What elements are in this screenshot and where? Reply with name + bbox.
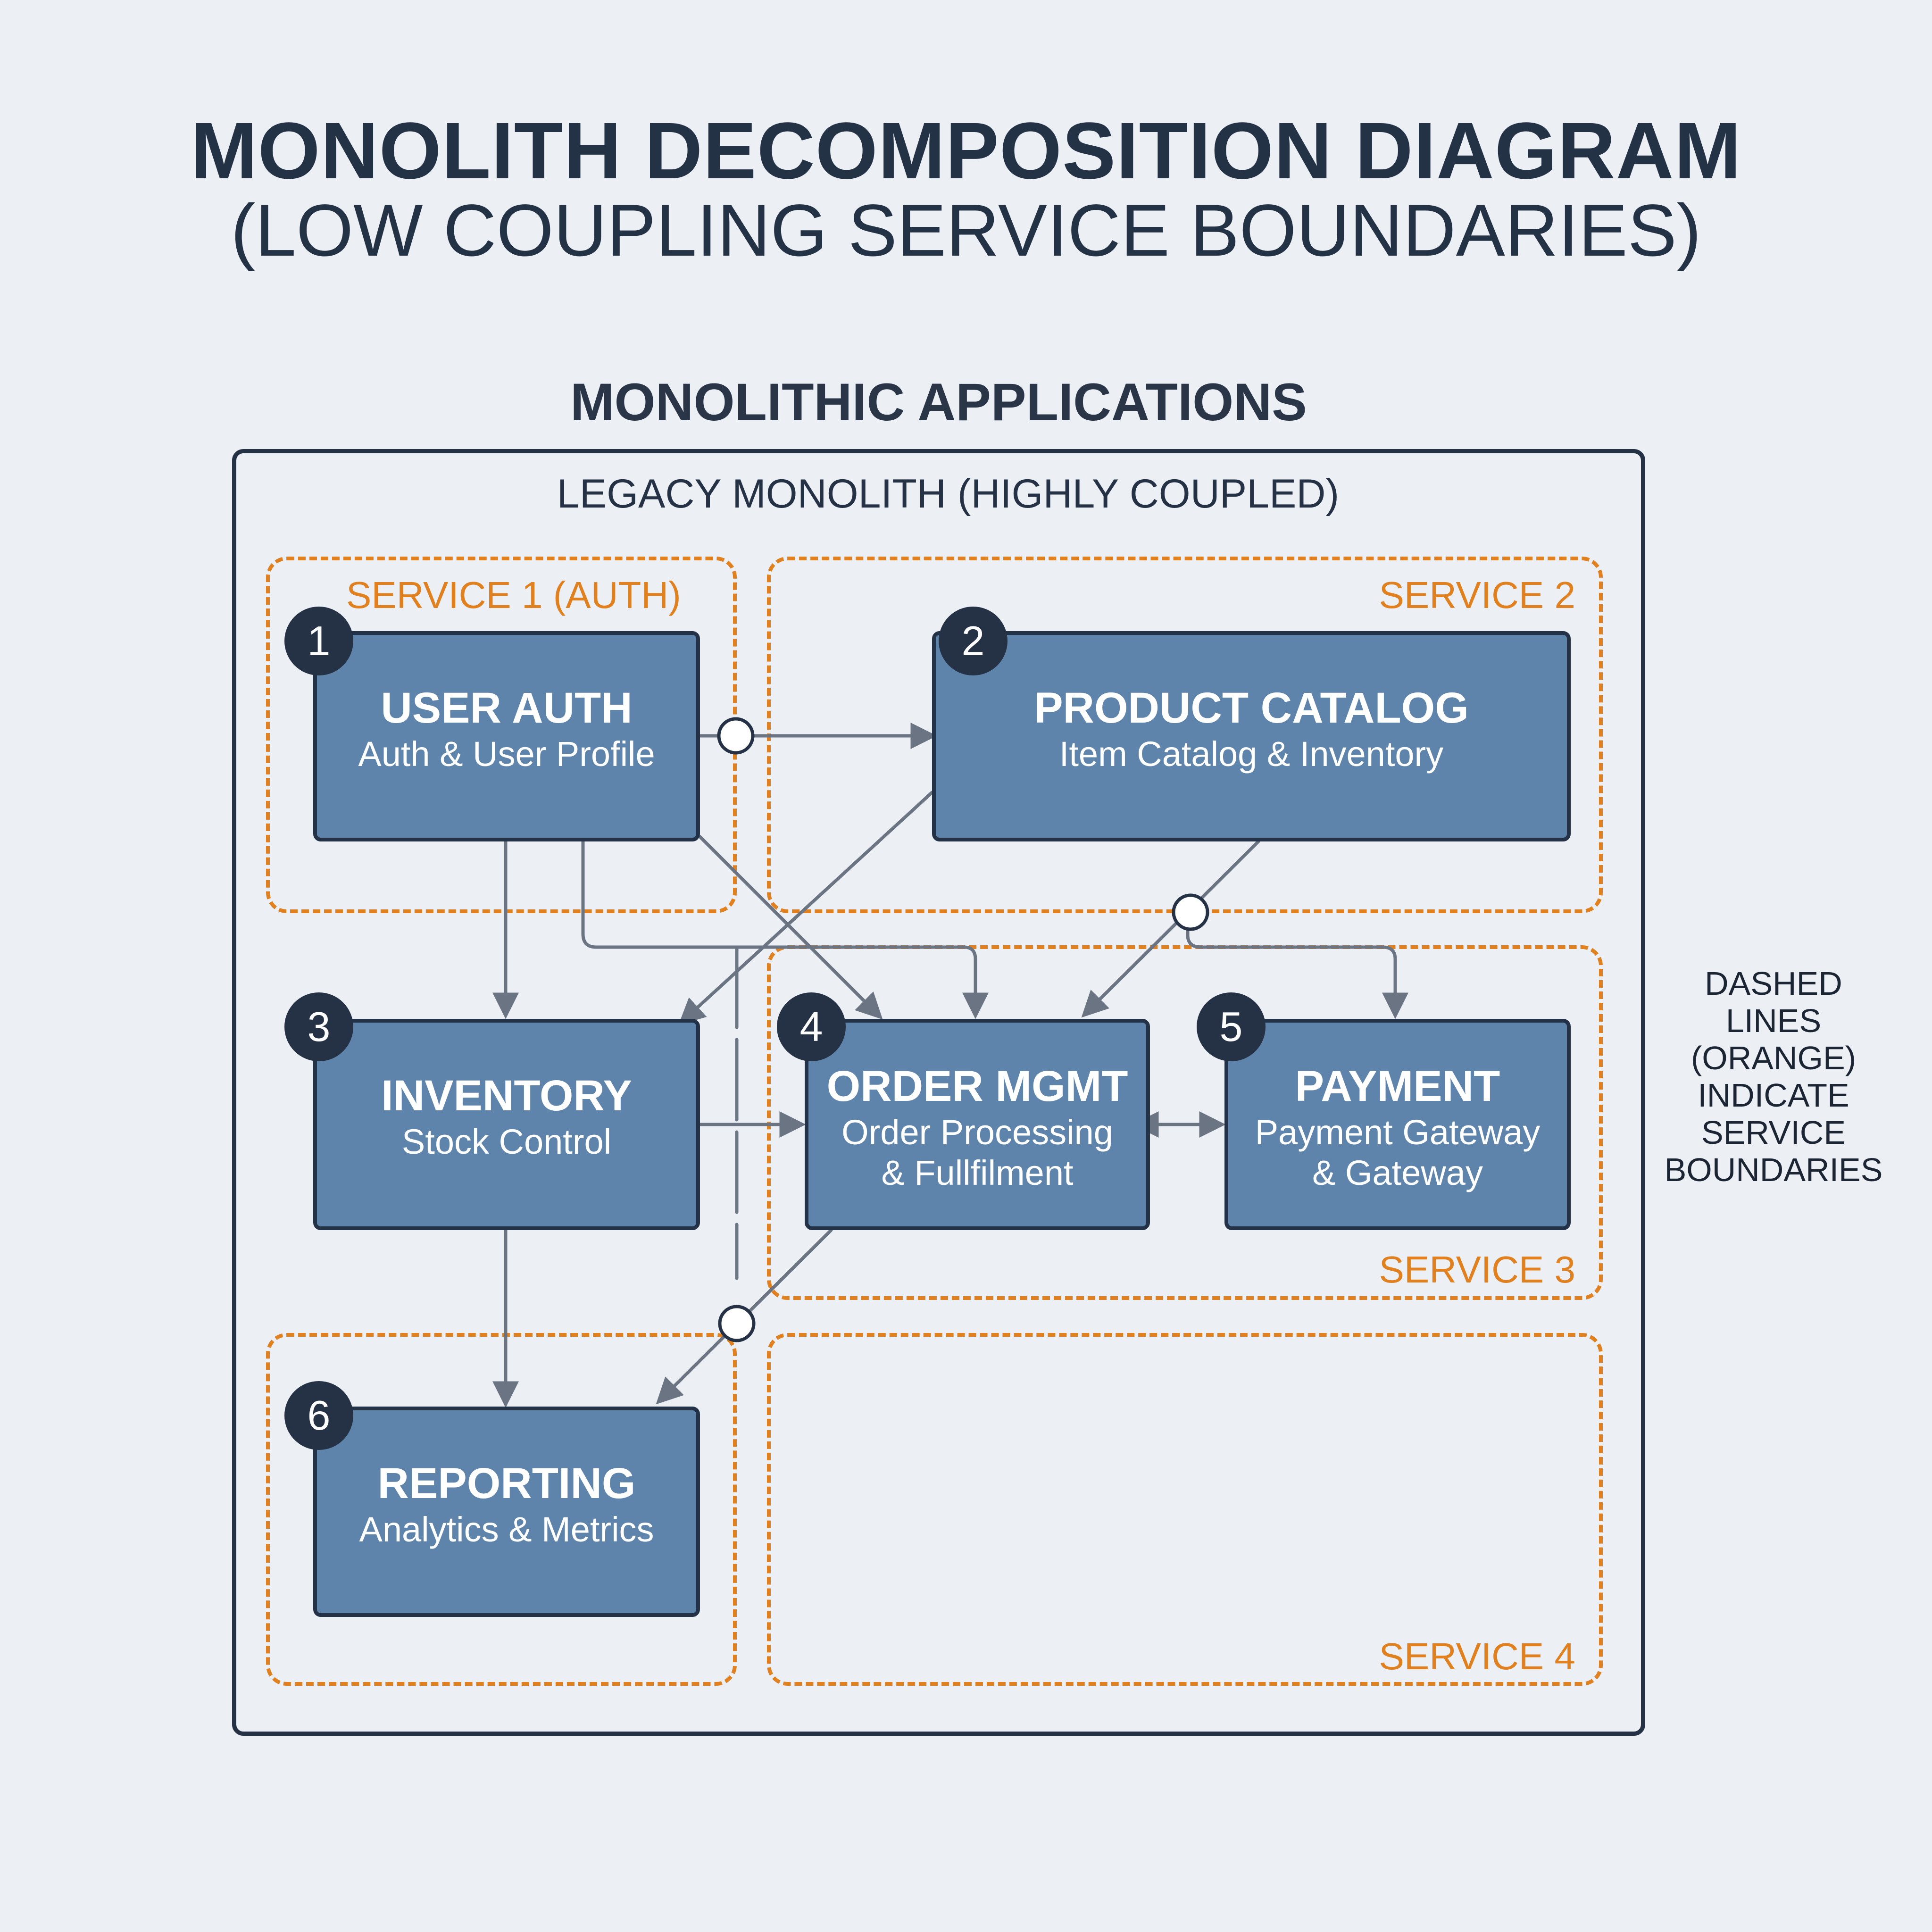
module-inventory[interactable]: INVENTORY Stock Control	[313, 1019, 700, 1230]
module-title: USER AUTH	[381, 684, 633, 732]
module-title: REPORTING	[377, 1459, 636, 1507]
module-reporting[interactable]: REPORTING Analytics & Metrics	[313, 1407, 700, 1617]
service-1-lower-boundary	[266, 1333, 737, 1686]
module-title: PRODUCT CATALOG	[1034, 684, 1469, 732]
module-subtitle-line1: Order Processing	[841, 1113, 1113, 1152]
module-order-mgmt[interactable]: ORDER MGMT Order Processing & Fullfilmen…	[805, 1019, 1150, 1230]
module-number-badge: 1	[284, 607, 353, 675]
module-subtitle: Analytics & Metrics	[359, 1510, 654, 1549]
boundary-crossing-node-auth-catalog	[717, 717, 755, 755]
module-number-badge: 6	[284, 1381, 353, 1450]
module-subtitle-line2: & Gateway	[1312, 1153, 1483, 1192]
link-catalog-to-inventory	[678, 791, 934, 1025]
legend-note: DASHED LINES (ORANGE) INDICATE SERVICE B…	[1656, 965, 1891, 1189]
service-4-boundary	[767, 1333, 1603, 1686]
legend-note-line: DASHED	[1705, 965, 1842, 1002]
service-2-label: SERVICE 2	[1379, 574, 1575, 616]
module-subtitle-line2: & Fullfilment	[881, 1153, 1074, 1192]
boundary-crossing-node-catalog-order	[1172, 893, 1209, 931]
module-subtitle: Auth & User Profile	[358, 734, 655, 774]
module-subtitle: Item Catalog & Inventory	[1059, 734, 1444, 774]
link-auth-to-order-diagonal	[698, 835, 883, 1020]
module-number-badge: 5	[1197, 992, 1266, 1061]
section-title: MONOLITHIC APPLICATIONS	[570, 373, 1307, 432]
module-subtitle-line1: Payment Gateway	[1255, 1113, 1541, 1152]
legend-note-line: LINES	[1725, 1002, 1822, 1039]
module-payment[interactable]: PAYMENT Payment Gateway & Gateway	[1224, 1019, 1571, 1230]
module-number-badge: 4	[777, 992, 846, 1061]
module-title: INVENTORY	[381, 1072, 632, 1120]
legend-note-line: (ORANGE)	[1691, 1040, 1856, 1076]
link-catalog-to-order	[1081, 840, 1260, 1018]
service-1-label: SERVICE 1 (AUTH)	[346, 574, 681, 616]
service-3-boundary	[767, 945, 1603, 1300]
service-4-label: SERVICE 4	[1379, 1635, 1575, 1677]
module-product-catalog[interactable]: PRODUCT CATALOG Item Catalog & Inventory	[932, 631, 1571, 841]
boundary-crossing-node-order-reporting	[718, 1305, 756, 1342]
legend-note-line: INDICATE	[1698, 1077, 1849, 1114]
module-number-badge: 3	[284, 992, 353, 1061]
legend-note-line: SERVICE	[1701, 1114, 1846, 1151]
link-catalog-to-payment	[1186, 910, 1408, 1019]
module-title: ORDER MGMT	[826, 1062, 1128, 1110]
module-subtitle: Stock Control	[401, 1122, 612, 1161]
link-auth-to-order-elbow	[581, 840, 989, 1019]
module-title: PAYMENT	[1295, 1062, 1500, 1110]
legacy-monolith-container	[232, 449, 1645, 1736]
module-user-auth[interactable]: USER AUTH Auth & User Profile	[313, 631, 700, 841]
diagram-title: MONOLITH DECOMPOSITION DIAGRAM	[190, 106, 1742, 196]
service-3-label: SERVICE 3	[1379, 1249, 1575, 1291]
legacy-monolith-label: LEGACY MONOLITH (HIGHLY COUPLED)	[557, 471, 1340, 516]
module-number-badge: 2	[939, 607, 1008, 675]
legend-note-line: BOUNDARIES	[1664, 1151, 1883, 1188]
diagram-subtitle: (LOW COUPLING SERVICE BOUNDARIES)	[231, 190, 1701, 272]
